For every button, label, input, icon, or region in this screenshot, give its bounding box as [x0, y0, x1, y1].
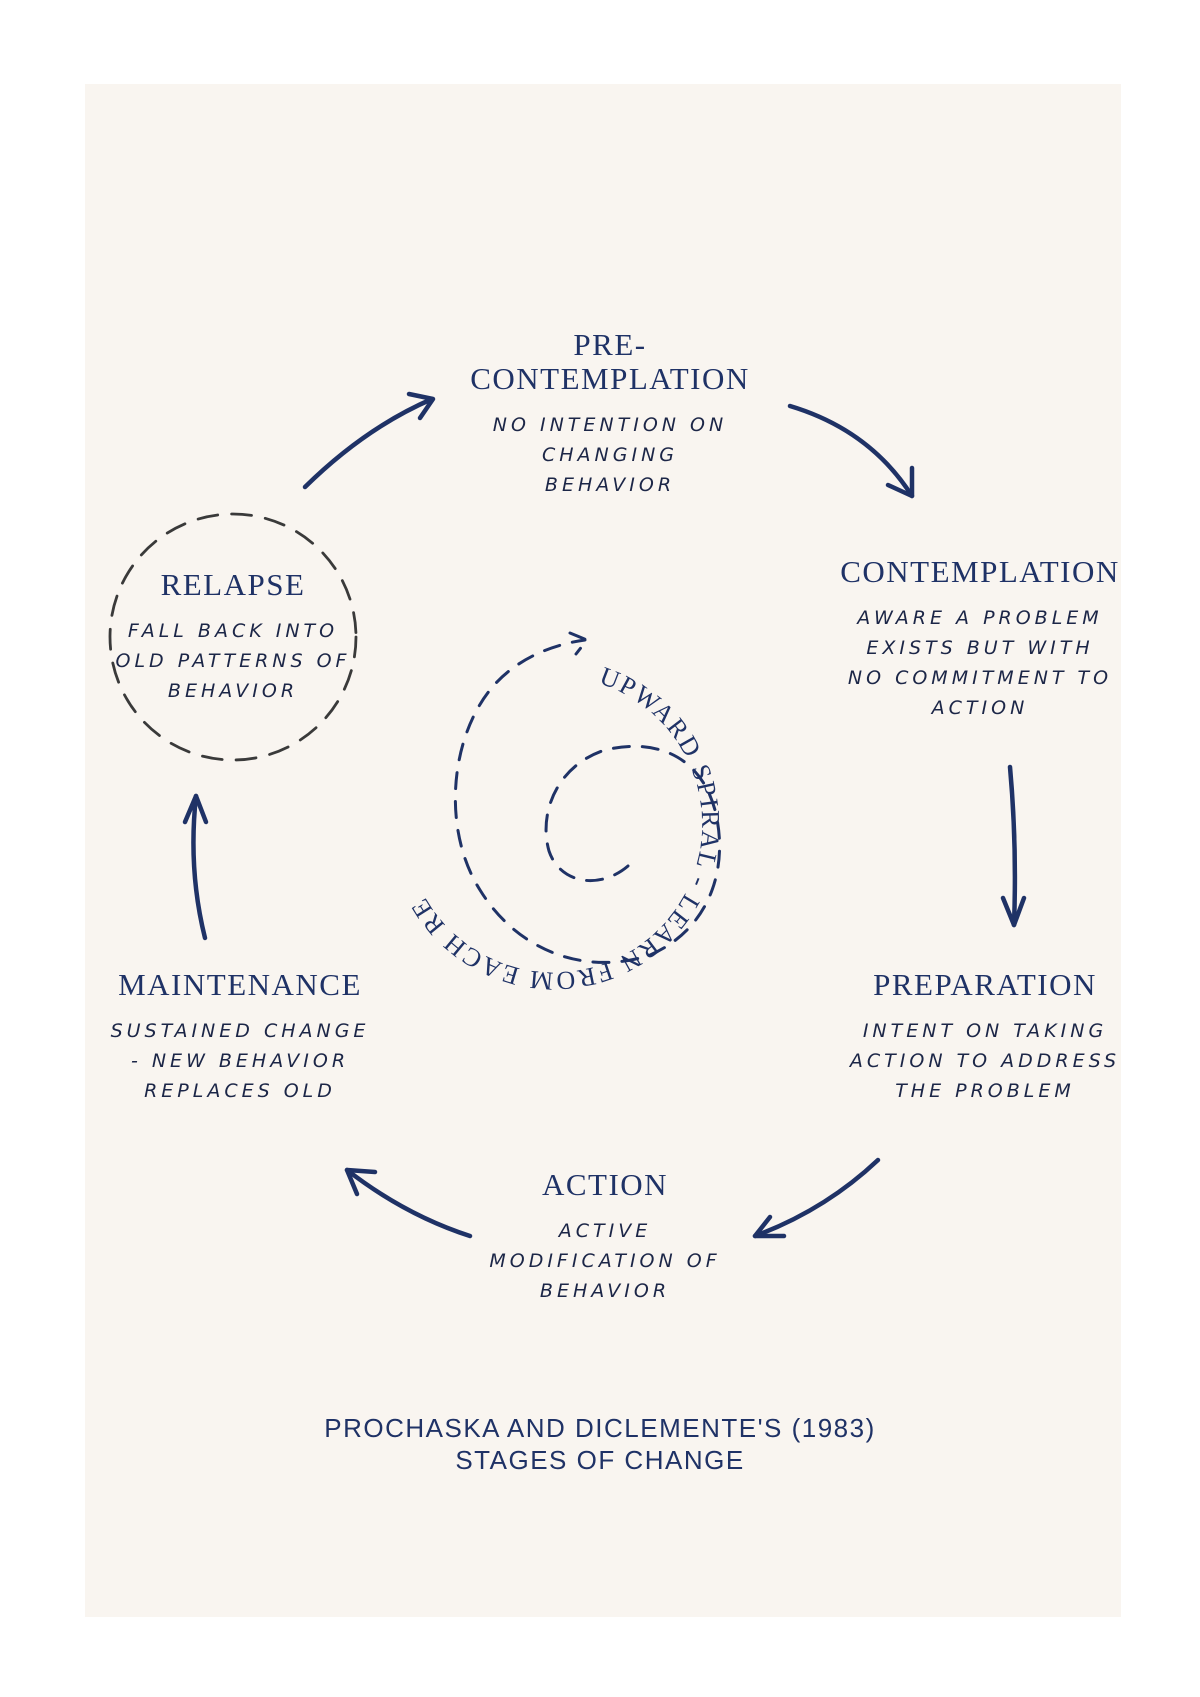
stage-maintenance: MAINTENANCE SUSTAINED CHANGE - NEW BEHAV…: [90, 968, 390, 1106]
arrow-action-to-maintenance: [344, 1167, 473, 1239]
arrow-preparation-to-action: [752, 1157, 881, 1239]
stage-description: ACTIVE MODIFICATION OF BEHAVIOR: [460, 1216, 750, 1306]
title-line: CONTEMPLATION: [470, 361, 750, 396]
arrow-relapse-to-precontemplation: [302, 391, 436, 490]
arrow-contemplation-to-preparation: [1000, 764, 1027, 928]
arrow-precontemplation-to-contemplation: [787, 403, 915, 499]
stage-precontemplation: PRE- CONTEMPLATION NO INTENTION ON CHANG…: [450, 328, 770, 500]
desc-line: BEHAVIOR: [539, 1280, 671, 1302]
desc-line: INTENT ON TAKING: [862, 1020, 1108, 1042]
title-line: PRE-: [573, 327, 647, 362]
stage-action: ACTION ACTIVE MODIFICATION OF BEHAVIOR: [460, 1168, 750, 1306]
desc-line: THE PROBLEM: [895, 1080, 1075, 1102]
desc-line: - NEW BEHAVIOR: [130, 1050, 350, 1072]
desc-line: ACTIVE: [558, 1220, 652, 1242]
desc-line: ACTION TO ADDRESS: [849, 1050, 1121, 1072]
stage-description: INTENT ON TAKING ACTION TO ADDRESS THE P…: [835, 1016, 1135, 1106]
desc-line: OLD PATTERNS OF: [115, 650, 351, 672]
desc-line: EXISTS BUT WITH: [866, 637, 1094, 659]
stage-title: RELAPSE: [160, 567, 306, 602]
stage-title: PRE- CONTEMPLATION: [450, 328, 770, 396]
stage-description: AWARE A PROBLEM EXISTS BUT WITH NO COMMI…: [815, 603, 1145, 723]
stage-title: CONTEMPLATION: [840, 554, 1120, 589]
stage-preparation: PREPARATION INTENT ON TAKING ACTION TO A…: [835, 968, 1135, 1106]
stage-relapse: RELAPSE FALL BACK INTO OLD PATTERNS OF B…: [93, 568, 373, 706]
desc-line: BEHAVIOR: [167, 680, 299, 702]
desc-line: NO COMMITMENT TO: [847, 667, 1113, 689]
desc-line: NO INTENTION ON: [492, 414, 728, 436]
footer-caption: PROCHASKA AND DICLEMENTE'S (1983) STAGES…: [0, 1412, 1200, 1476]
upward-spiral: [453, 631, 722, 964]
desc-line: SUSTAINED CHANGE: [110, 1020, 370, 1042]
desc-line: CHANGING: [541, 444, 679, 466]
relapse-dashed-circle: [108, 512, 358, 762]
arrow-maintenance-to-relapse: [182, 793, 209, 941]
footer-line: PROCHASKA AND DICLEMENTE'S (1983): [324, 1413, 876, 1443]
desc-line: AWARE A PROBLEM: [857, 607, 1103, 629]
stage-description: NO INTENTION ON CHANGING BEHAVIOR: [450, 410, 770, 500]
desc-line: ACTION: [931, 697, 1029, 719]
stage-title: MAINTENANCE: [118, 967, 362, 1002]
stage-description: FALL BACK INTO OLD PATTERNS OF BEHAVIOR: [93, 616, 373, 706]
stage-contemplation: CONTEMPLATION AWARE A PROBLEM EXISTS BUT…: [815, 555, 1145, 723]
stage-title: ACTION: [541, 1167, 669, 1202]
stage-title: PREPARATION: [873, 967, 1097, 1002]
desc-line: REPLACES OLD: [144, 1080, 336, 1102]
poster-background: [85, 84, 1121, 1617]
footer-line: STAGES OF CHANGE: [455, 1445, 745, 1475]
stage-description: SUSTAINED CHANGE - NEW BEHAVIOR REPLACES…: [90, 1016, 390, 1106]
desc-line: BEHAVIOR: [544, 474, 676, 496]
desc-line: MODIFICATION OF: [489, 1250, 721, 1272]
desc-line: FALL BACK INTO: [127, 620, 339, 642]
